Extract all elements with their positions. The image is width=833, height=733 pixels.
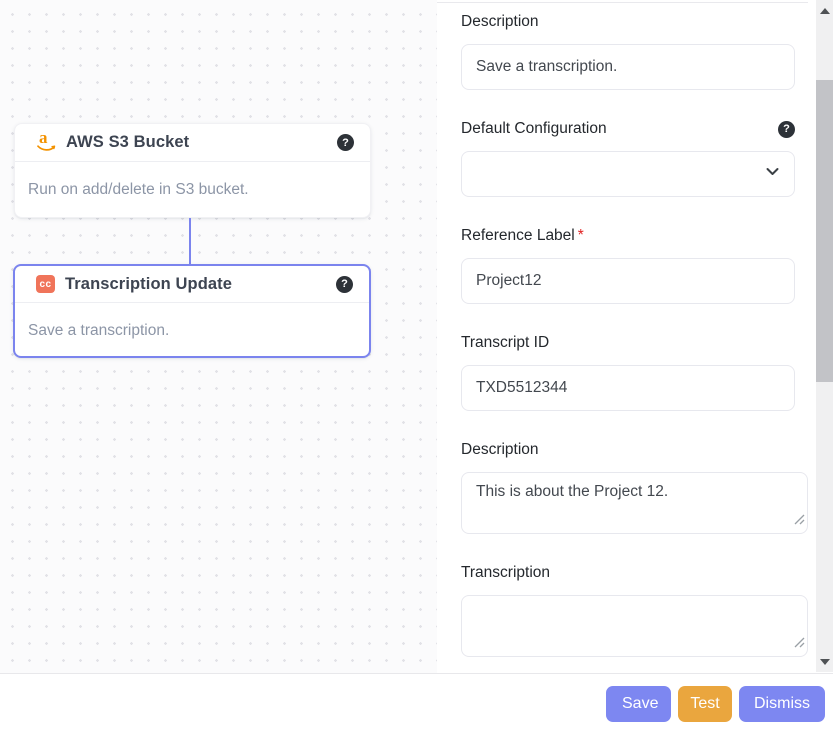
default-configuration-label: Default Configuration: [461, 120, 607, 137]
save-button[interactable]: Save: [606, 685, 671, 722]
node-header: cc Transcription Update ?: [15, 266, 369, 303]
node-description: Run on add/delete in S3 bucket.: [28, 181, 249, 198]
aws-icon: a: [37, 128, 56, 152]
resize-handle-icon[interactable]: [794, 635, 805, 653]
test-button[interactable]: Test: [678, 685, 732, 722]
transcript-id-input[interactable]: [461, 365, 795, 411]
node-title: AWS S3 Bucket: [66, 133, 190, 151]
action-bar: Save Test Dismiss: [0, 673, 833, 733]
scroll-up-arrow[interactable]: [816, 2, 833, 19]
panel-scrollbar[interactable]: [816, 0, 833, 672]
description2-label: Description: [461, 441, 539, 458]
transcription-label: Transcription: [461, 564, 551, 581]
node-title: Transcription Update: [65, 274, 233, 293]
panel-top-divider: [437, 2, 808, 3]
triangle-down-icon: [819, 658, 830, 665]
transcription-textarea[interactable]: [461, 595, 808, 657]
required-asterisk: *: [577, 227, 584, 244]
scroll-down-arrow[interactable]: [816, 653, 833, 670]
node-description: Save a transcription.: [28, 322, 170, 339]
help-icon[interactable]: ?: [337, 134, 354, 151]
node-config-panel: Description Default Configuration ? Refe…: [437, 0, 833, 673]
closed-captions-icon: cc: [36, 275, 55, 293]
workflow-canvas[interactable]: a AWS S3 Bucket ? Run on add/delete in S…: [0, 0, 437, 673]
chevron-down-icon: [764, 163, 781, 185]
node-transcription-update[interactable]: cc Transcription Update ? Save a transcr…: [13, 264, 371, 358]
default-configuration-select[interactable]: [461, 151, 795, 197]
description-label: Description: [461, 13, 539, 30]
transcript-id-label: Transcript ID: [461, 334, 550, 351]
node-header: a AWS S3 Bucket ?: [15, 124, 370, 162]
scrollbar-thumb[interactable]: [816, 80, 833, 382]
help-icon[interactable]: ?: [778, 120, 795, 138]
dismiss-button[interactable]: Dismiss: [739, 685, 825, 722]
help-icon[interactable]: ?: [336, 275, 353, 293]
description-textarea[interactable]: This is about the Project 12.: [461, 472, 808, 534]
reference-label-input[interactable]: [461, 258, 795, 304]
triangle-up-icon: [819, 7, 830, 14]
node-aws-s3-bucket[interactable]: a AWS S3 Bucket ? Run on add/delete in S…: [14, 123, 371, 218]
reference-label-label: Reference Label*: [461, 227, 584, 244]
description-input[interactable]: [461, 44, 795, 90]
resize-handle-icon[interactable]: [794, 512, 805, 530]
node-connector-line: [189, 218, 191, 264]
